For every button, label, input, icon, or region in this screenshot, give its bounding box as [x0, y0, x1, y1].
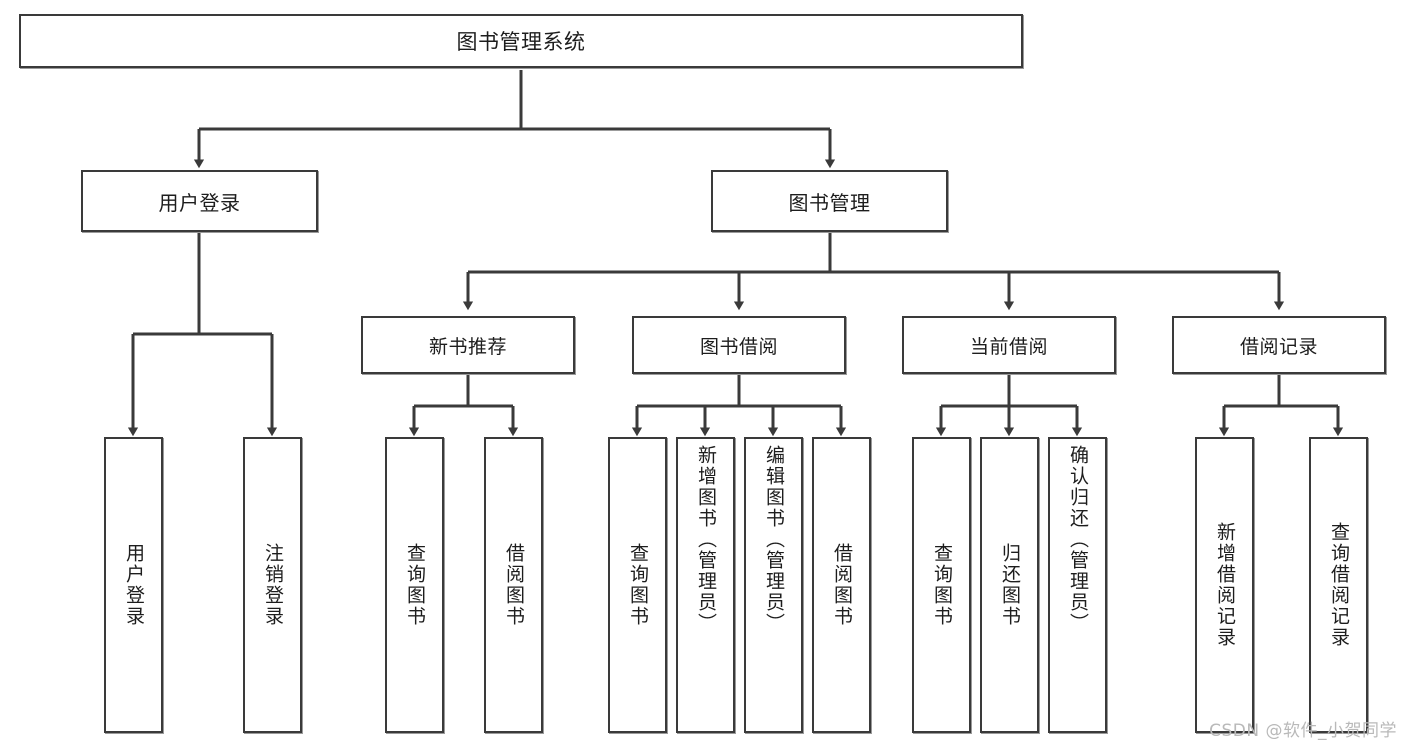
- node-label: 借阅图书: [502, 543, 525, 627]
- node-leaf-query-books-current[interactable]: 查询图书: [912, 437, 971, 733]
- node-leaf-return-books[interactable]: 归还图书: [980, 437, 1039, 733]
- node-label: 查询图书: [626, 543, 649, 627]
- node-label: 确认归还（管理员）: [1066, 445, 1089, 634]
- node-label: 新书推荐: [428, 335, 507, 358]
- node-leaf-logout[interactable]: 注销登录: [243, 437, 302, 733]
- node-label: 查询图书: [403, 543, 426, 627]
- node-label: 用户登录: [158, 190, 241, 215]
- node-label: 归还图书: [998, 543, 1021, 627]
- node-leaf-query-books-borrow[interactable]: 查询图书: [608, 437, 667, 733]
- node-new-book-recommend[interactable]: 新书推荐: [361, 316, 575, 374]
- node-label: 图书管理系统: [456, 30, 586, 54]
- node-label: 注销登录: [261, 543, 284, 627]
- node-label: 查询图书: [930, 543, 953, 627]
- node-label: 新增图书（管理员）: [694, 445, 717, 634]
- node-leaf-add-borrow-record[interactable]: 新增借阅记录: [1195, 437, 1254, 733]
- node-leaf-query-borrow-record[interactable]: 查询借阅记录: [1309, 437, 1368, 733]
- node-root-system[interactable]: 图书管理系统: [19, 14, 1023, 68]
- node-book-borrow[interactable]: 图书借阅: [632, 316, 846, 374]
- csdn-watermark: CSDN @软件_小贺同学: [1209, 721, 1397, 741]
- node-label: 图书管理: [788, 190, 871, 215]
- node-leaf-confirm-return-admin[interactable]: 确认归还（管理员）: [1048, 437, 1107, 733]
- node-label: 图书借阅: [699, 335, 778, 358]
- node-label: 借阅记录: [1239, 335, 1318, 358]
- node-label: 用户登录: [122, 543, 145, 627]
- node-label: 当前借阅: [969, 335, 1048, 358]
- node-user-login[interactable]: 用户登录: [81, 170, 318, 232]
- node-book-management[interactable]: 图书管理: [711, 170, 948, 232]
- node-leaf-user-login[interactable]: 用户登录: [104, 437, 163, 733]
- node-leaf-borrow-books-borrow[interactable]: 借阅图书: [812, 437, 871, 733]
- node-label: 查询借阅记录: [1327, 522, 1350, 648]
- node-label: 新增借阅记录: [1213, 522, 1236, 648]
- node-leaf-add-book-admin[interactable]: 新增图书（管理员）: [676, 437, 735, 733]
- node-borrow-record[interactable]: 借阅记录: [1172, 316, 1386, 374]
- node-leaf-query-books-recommend[interactable]: 查询图书: [385, 437, 444, 733]
- node-label: 借阅图书: [830, 543, 853, 627]
- node-current-borrow[interactable]: 当前借阅: [902, 316, 1116, 374]
- node-leaf-edit-book-admin[interactable]: 编辑图书（管理员）: [744, 437, 803, 733]
- node-label: 编辑图书（管理员）: [762, 445, 785, 634]
- node-leaf-borrow-books-recommend[interactable]: 借阅图书: [484, 437, 543, 733]
